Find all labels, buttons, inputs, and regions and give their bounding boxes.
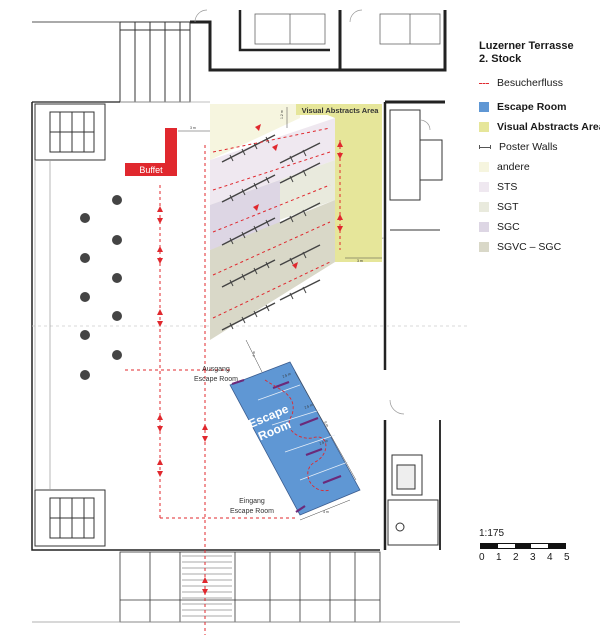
columns <box>80 195 122 380</box>
right-rooms <box>387 109 443 550</box>
scale-tick-label: 1 <box>496 552 502 563</box>
legend-label: STS <box>497 181 518 193</box>
dim-label: 8 m <box>323 421 329 428</box>
dimension-labels: 3 m 1.2 m 3 m 4 m 8 m 2.5 m 2.5 m 2.5 m … <box>190 110 363 514</box>
dim-label: 3 m <box>357 259 363 263</box>
legend-swatch <box>479 122 489 132</box>
legend-item: andere <box>479 160 530 174</box>
legend-label: Besucherfluss <box>497 77 563 89</box>
poster-walls <box>221 134 321 331</box>
scale-tick-label: 5 <box>564 552 570 563</box>
legend-swatch <box>479 162 489 172</box>
buffet-counter <box>165 128 177 174</box>
legend-swatch <box>479 182 489 192</box>
dim-label: 2.5 m <box>282 372 292 379</box>
legend-wall-symbol <box>479 145 491 149</box>
exit-label-line2: Escape Room <box>194 376 238 383</box>
scale-tick-label: 2 <box>513 552 519 563</box>
scale-bar-graphic <box>480 543 566 549</box>
legend-item: SGVC – SGC <box>479 240 561 254</box>
legend-swatch <box>479 202 489 212</box>
legend-item: Besucherfluss <box>479 76 563 90</box>
legend-label: Visual Abstracts Area <box>497 121 600 133</box>
legend-label: andere <box>497 161 530 173</box>
legend-title-line1: Luzerner Terrasse <box>479 40 574 52</box>
legend-item: Poster Walls <box>479 140 558 154</box>
buffet-label-box <box>125 163 177 176</box>
andere-zone <box>210 104 300 160</box>
entrance-label-line2: Escape Room <box>230 508 274 515</box>
exit-label-line1: Ausgang <box>202 366 230 373</box>
visual-abstracts-label: Visual Abstracts Area <box>302 106 380 115</box>
legend-item: SGC <box>479 220 520 234</box>
legend-label: SGVC – SGC <box>497 241 562 253</box>
legend-item: Escape Room <box>479 100 566 114</box>
dim-label: 4 m <box>323 510 329 514</box>
legend: Luzerner Terrasse 2. Stock Besucherfluss… <box>479 40 600 253</box>
dim-label: 3 m <box>190 126 196 130</box>
legend-label: SGC <box>497 221 520 233</box>
legend-item: SGT <box>479 200 519 214</box>
dim-label: 2.5 m <box>319 439 329 446</box>
scale-ratio: 1:175 <box>479 528 505 539</box>
poster-wall-ticks <box>229 136 307 330</box>
entrance-label-line1: Eingang <box>239 498 265 505</box>
dim-label: 1.2 m <box>280 110 284 119</box>
buffet-label: Buffet <box>139 165 163 175</box>
legend-item: Visual Abstracts Area <box>479 120 600 134</box>
escape-room: Escape Room <box>229 361 361 516</box>
legend-item: STS <box>479 180 517 194</box>
legend-label: Poster Walls <box>499 141 558 153</box>
stairwell-bottom <box>34 489 106 547</box>
legend-label: SGT <box>497 201 519 213</box>
legend-dash <box>479 82 489 84</box>
legend-swatch <box>479 102 489 112</box>
stairwell-top <box>34 103 106 161</box>
legend-title-line2: 2. Stock <box>479 53 522 65</box>
dim-label: 4 m <box>252 351 256 357</box>
floor-plan: Buffet Visual Abstracts Area Escape Room <box>31 9 470 635</box>
scale-tick-label: 0 <box>479 552 485 563</box>
legend-label: Escape Room <box>497 101 567 113</box>
sgc-zone <box>210 180 280 250</box>
scale-tick-label: 3 <box>530 552 536 563</box>
scale-tick-label: 4 <box>547 552 553 563</box>
sts-zone <box>210 118 335 205</box>
flow-arrows <box>157 124 343 595</box>
dim-label: 2.5 m <box>304 403 314 410</box>
legend-swatch <box>479 242 489 252</box>
legend-swatch <box>479 222 489 232</box>
bottom-stairs <box>182 555 232 617</box>
